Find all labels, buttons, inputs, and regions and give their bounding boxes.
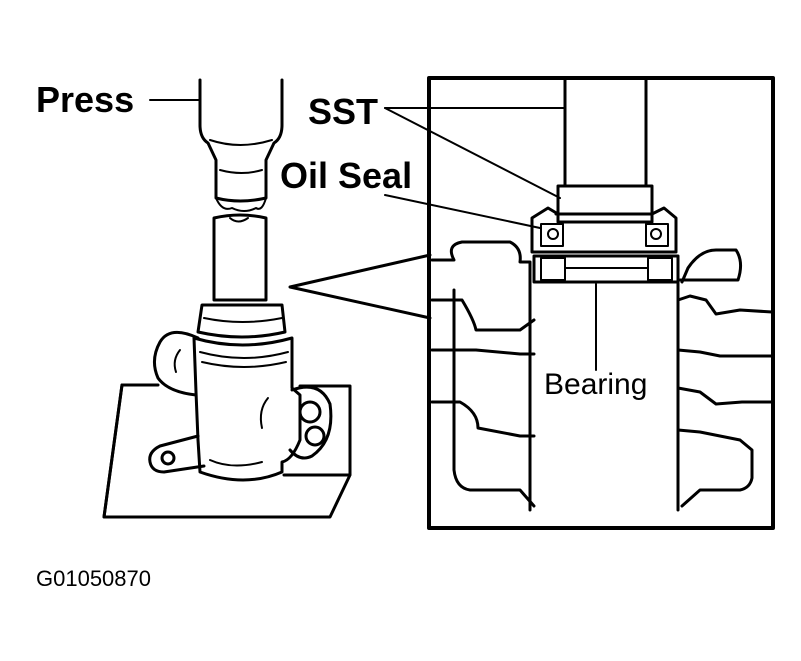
detail-frame [427, 76, 775, 530]
housing-body [192, 336, 302, 482]
detail-callout-wedge [288, 253, 432, 320]
press-assembly [102, 78, 352, 519]
sst-leader-2 [384, 107, 561, 199]
oil-seal-detail [530, 206, 678, 254]
bearing-label: Bearing [544, 368, 647, 401]
oil-seal-ring [196, 303, 287, 339]
oil-seal-leader [384, 194, 541, 229]
sst-tool [556, 184, 654, 216]
press-label: Press [36, 79, 134, 120]
sst-shaft [212, 213, 268, 302]
figure-id: G01050870 [36, 566, 151, 591]
oil-seal-label: Oil Seal [280, 155, 412, 196]
sst-label: SST [308, 91, 378, 132]
housing-flange [148, 434, 206, 474]
detail-inset [427, 76, 775, 530]
press-ram [198, 78, 284, 203]
leader-lines [149, 99, 566, 229]
press-stand [102, 383, 352, 519]
